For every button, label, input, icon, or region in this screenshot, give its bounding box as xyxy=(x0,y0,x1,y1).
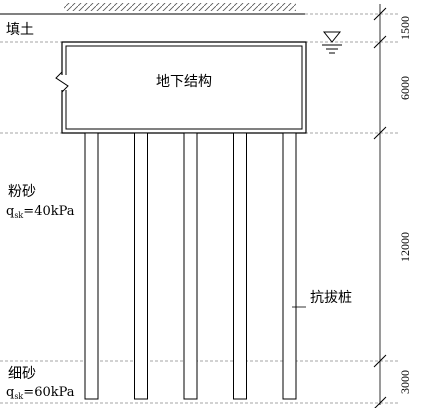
pile-4 xyxy=(233,132,247,400)
underground-structure xyxy=(55,41,307,134)
pile-5 xyxy=(282,132,297,400)
pile-3 xyxy=(183,132,198,400)
pile-1 xyxy=(84,132,99,400)
dim-12000: 12000 xyxy=(398,232,412,262)
dim-3000: 3000 xyxy=(398,370,412,394)
structure-label: 地下结构 xyxy=(156,74,212,90)
pile-2 xyxy=(134,132,148,400)
dim-1500: 1500 xyxy=(398,16,412,40)
q-subscript-2: sk xyxy=(14,392,23,401)
dimension-chain xyxy=(373,4,387,408)
silty-sand-label: 粉砂 xyxy=(8,184,36,200)
silty-sand-q-label: qsk=40kPa xyxy=(6,204,75,220)
q-symbol: q xyxy=(6,204,14,219)
fine-sand-q-label: qsk=60kPa xyxy=(6,385,75,401)
dim-6000: 6000 xyxy=(398,76,412,100)
fine-sand-label: 细砂 xyxy=(8,366,36,382)
uplift-piles xyxy=(84,132,297,400)
water-table-icon xyxy=(322,31,342,54)
q-subscript: sk xyxy=(14,211,23,220)
uplift-pile-label: 抗拔桩 xyxy=(310,289,352,306)
fine-sand-q-value: 60kPa xyxy=(34,385,75,400)
fill-soil-label: 填土 xyxy=(6,22,34,38)
ground-surface-hatch xyxy=(64,3,296,11)
q-symbol-2: q xyxy=(6,385,14,400)
silty-sand-q-value: 40kPa xyxy=(34,204,75,219)
break-symbol xyxy=(55,71,69,93)
